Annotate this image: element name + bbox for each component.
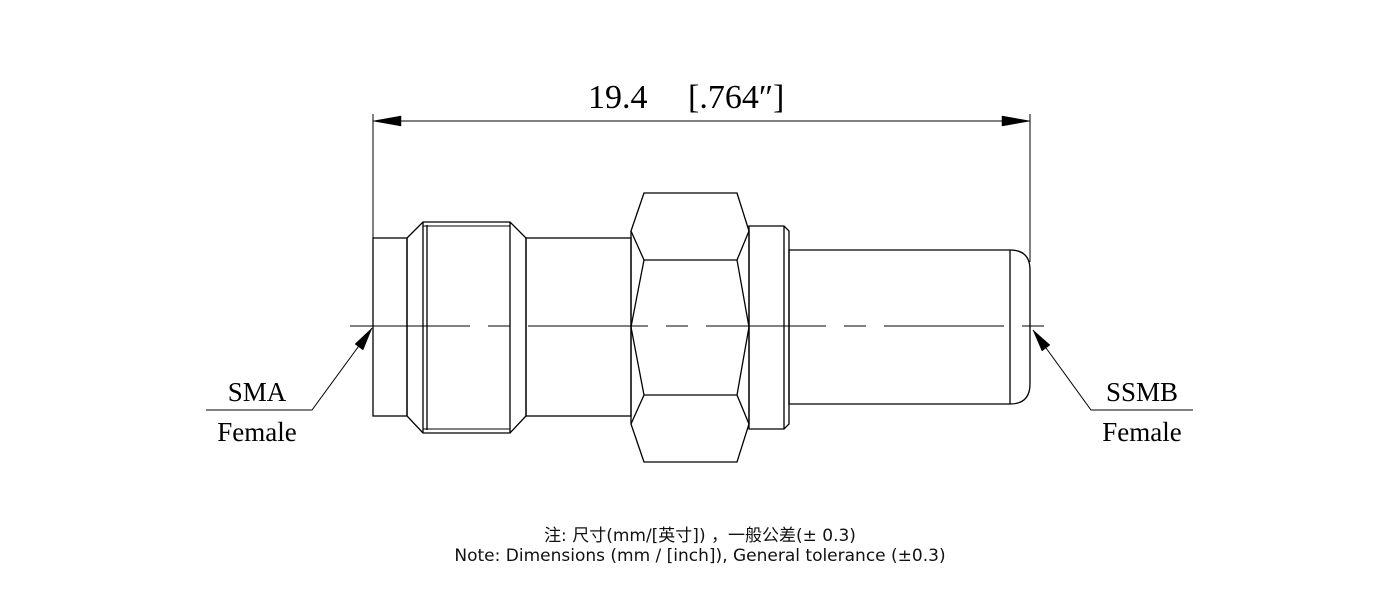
sma-body	[372, 221, 632, 434]
sma-type-label: SMA	[228, 377, 287, 407]
ssmb-leader-arrow	[1032, 329, 1051, 352]
ssmb-body	[748, 225, 1031, 430]
dimension-note-english: Note: Dimensions (mm / [inch]), General …	[454, 546, 946, 566]
ssmb-type-label: SSMB	[1106, 377, 1178, 407]
hex-outline	[630, 192, 750, 463]
ssmb-leader: SSMB Female	[1032, 329, 1193, 447]
ssmb-gender-label: Female	[1102, 417, 1181, 447]
hex-edge-left	[630, 230, 645, 425]
sma-neck	[525, 237, 632, 417]
sma-thread-section	[406, 221, 527, 434]
sma-front-sleeve	[372, 237, 408, 417]
sma-leader: SMA Female	[206, 327, 373, 447]
hex-edge-right	[736, 230, 750, 425]
ssmb-sleeve	[788, 249, 1031, 405]
sma-leader-arrow	[354, 327, 373, 351]
overall-dimension: 19.4 [.764″]	[372, 79, 1031, 326]
sma-gender-label: Female	[217, 417, 296, 447]
dimension-arrow-left	[372, 115, 402, 127]
collar	[748, 225, 790, 430]
ssmb-leader-line	[1032, 329, 1193, 411]
dimension-arrow-right	[1001, 115, 1031, 127]
dimension-value: 19.4	[588, 79, 648, 116]
dimension-imperial: [.764″]	[688, 79, 784, 116]
dimension-note-chinese: 注: 尺寸(mm/[英寸]) ，一般公差(± 0.3)	[544, 526, 856, 546]
sma-leader-line	[206, 327, 373, 411]
hex-nut	[630, 192, 750, 463]
